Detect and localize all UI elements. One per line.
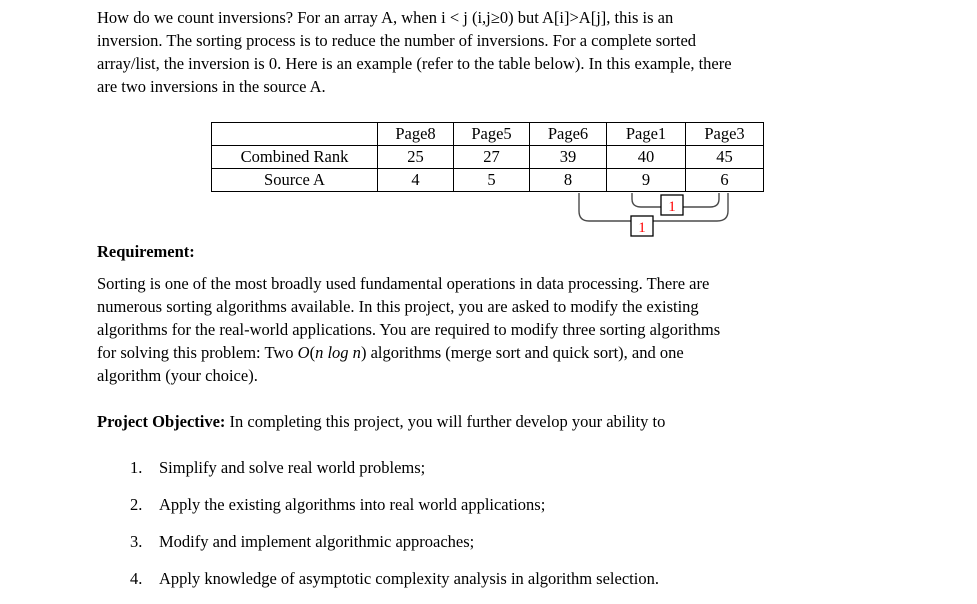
list-item: 4. Apply knowledge of asymptotic complex…: [130, 567, 910, 590]
project-objective-heading: Project Objective:: [97, 412, 226, 431]
list-item-text: Apply the existing algorithms into real …: [159, 495, 546, 514]
intro-line: are two inversions in the source A.: [97, 77, 326, 96]
list-item: 2. Apply the existing algorithms into re…: [130, 493, 910, 516]
requirement-heading: Requirement:: [97, 242, 195, 261]
list-item-number: 4.: [130, 569, 143, 588]
inversion-count-label-inner: 1: [668, 199, 676, 215]
requirement-line: for solving this problem: Two O(n log n)…: [97, 343, 684, 362]
table-cell: 39: [529, 145, 607, 169]
table-row-combined-rank: Combined Rank 25 27 39 40 45: [211, 145, 764, 169]
inversion-count-box-outer: [630, 215, 654, 237]
table-cell: 40: [606, 145, 686, 169]
table-cell: 27: [453, 145, 530, 169]
list-item-number: 3.: [130, 532, 143, 551]
list-item-text: Modify and implement algorithmic approac…: [159, 532, 475, 551]
requirement-line: numerous sorting algorithms available. I…: [97, 297, 699, 316]
inversion-bracket-outer: [578, 193, 729, 222]
table-cell: 6: [685, 168, 764, 192]
list-item: 1. Simplify and solve real world problem…: [130, 456, 910, 479]
intro-line: How do we count inversions? For an array…: [97, 8, 674, 27]
inversion-bracket-inner: [631, 193, 720, 208]
list-item-text: Simplify and solve real world problems;: [159, 458, 426, 477]
requirement-line: Sorting is one of the most broadly used …: [97, 274, 710, 293]
table-cell-header: Page5: [453, 122, 530, 146]
table-cell: 25: [377, 145, 454, 169]
intro-line: inversion. The sorting process is to red…: [97, 31, 697, 50]
table-cell-header: Page8: [377, 122, 454, 146]
table-cell-header: Page3: [685, 122, 764, 146]
table-cell: 4: [377, 168, 454, 192]
table-cell: 45: [685, 145, 764, 169]
list-item: 3. Modify and implement algorithmic appr…: [130, 530, 910, 553]
table-row-source-a: Source A 4 5 8 9 6: [211, 168, 764, 192]
inversion-count-box-inner: [660, 194, 684, 216]
big-o-notation: O: [297, 343, 310, 362]
complexity-expression: n log n: [315, 343, 361, 362]
table-cell-empty: [211, 122, 378, 146]
table-row-label: Combined Rank: [211, 145, 378, 169]
list-item-text: Apply knowledge of asymptotic complexity…: [159, 569, 659, 588]
list-item-number: 2.: [130, 495, 143, 514]
table-cell: 5: [453, 168, 530, 192]
project-objective-line: Project Objective: In completing this pr…: [97, 410, 917, 433]
inversion-example-table: Page8 Page5 Page6 Page1 Page3 Combined R…: [211, 122, 764, 192]
inversion-count-label-outer: 1: [638, 220, 646, 236]
table-cell-header: Page6: [529, 122, 607, 146]
table-row-headers: Page8 Page5 Page6 Page1 Page3: [211, 122, 764, 146]
table-cell: 8: [529, 168, 607, 192]
project-objective-lead: In completing this project, you will fur…: [225, 412, 666, 431]
objective-list: 1. Simplify and solve real world problem…: [130, 456, 910, 604]
list-item-number: 1.: [130, 458, 143, 477]
table-cell-header: Page1: [606, 122, 686, 146]
requirement-line: algorithms for the real-world applicatio…: [97, 320, 721, 339]
requirement-paragraph: Sorting is one of the most broadly used …: [97, 272, 897, 387]
table-row-label: Source A: [211, 168, 378, 192]
requirement-line: algorithm (your choice).: [97, 366, 258, 385]
intro-line: array/list, the inversion is 0. Here is …: [97, 54, 732, 73]
table-cell: 9: [606, 168, 686, 192]
intro-paragraph: How do we count inversions? For an array…: [97, 6, 897, 98]
